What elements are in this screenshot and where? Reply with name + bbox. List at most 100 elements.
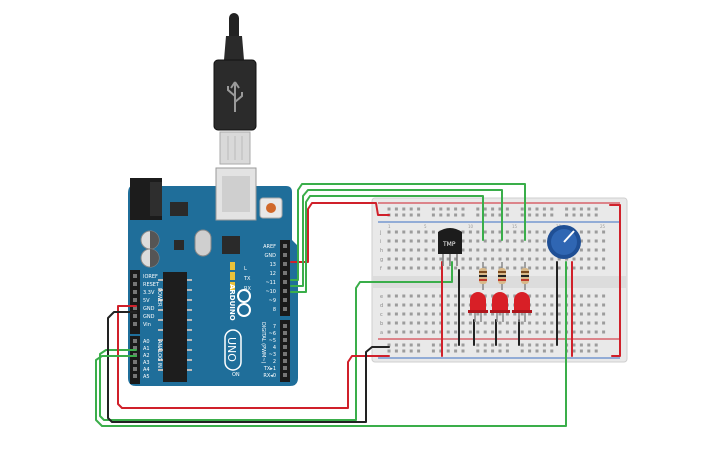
breadboard-hole[interactable]	[439, 312, 443, 316]
breadboard-hole[interactable]	[528, 321, 532, 325]
breadboard-hole[interactable]	[387, 321, 391, 325]
breadboard-hole[interactable]	[483, 248, 487, 252]
breadboard-hole[interactable]	[387, 257, 391, 261]
breadboard-hole[interactable]	[387, 330, 391, 334]
led-red-3[interactable]	[512, 292, 532, 322]
breadboard-hole[interactable]	[572, 330, 576, 334]
breadboard-hole[interactable]	[454, 303, 458, 307]
breadboard-hole[interactable]	[572, 312, 576, 316]
breadboard-hole[interactable]	[409, 207, 413, 211]
breadboard-hole[interactable]	[594, 330, 598, 334]
breadboard-hole[interactable]	[572, 294, 576, 298]
digital-header-top-pins[interactable]	[283, 244, 287, 311]
breadboard-hole[interactable]	[535, 343, 539, 347]
breadboard-hole[interactable]	[602, 330, 606, 334]
breadboard-hole[interactable]	[468, 257, 472, 261]
breadboard-hole[interactable]	[498, 343, 502, 347]
digital-header-bottom-pins[interactable]	[283, 324, 287, 377]
breadboard-hole[interactable]	[491, 213, 495, 217]
breadboard-hole[interactable]	[483, 330, 487, 334]
breadboard-hole[interactable]	[505, 266, 509, 270]
breadboard-hole[interactable]	[513, 330, 517, 334]
breadboard-hole[interactable]	[594, 213, 598, 217]
breadboard-hole[interactable]	[439, 257, 443, 261]
breadboard-hole[interactable]	[528, 343, 532, 347]
breadboard-hole[interactable]	[387, 349, 391, 353]
breadboard-hole[interactable]	[535, 248, 539, 252]
breadboard-hole[interactable]	[602, 266, 606, 270]
breadboard-hole[interactable]	[461, 213, 465, 217]
breadboard-hole[interactable]	[461, 266, 465, 270]
breadboard-hole[interactable]	[535, 294, 539, 298]
breadboard-hole[interactable]	[417, 294, 421, 298]
breadboard-hole[interactable]	[394, 207, 398, 211]
breadboard-hole[interactable]	[587, 349, 591, 353]
breadboard-hole[interactable]	[542, 349, 546, 353]
breadboard-hole[interactable]	[491, 349, 495, 353]
breadboard-hole[interactable]	[498, 230, 502, 234]
breadboard-hole[interactable]	[402, 294, 406, 298]
breadboard-hole[interactable]	[491, 230, 495, 234]
breadboard-hole[interactable]	[424, 321, 428, 325]
breadboard-hole[interactable]	[461, 330, 465, 334]
breadboard-hole[interactable]	[579, 330, 583, 334]
breadboard-hole[interactable]	[520, 239, 524, 243]
breadboard-hole[interactable]	[520, 213, 524, 217]
breadboard-hole[interactable]	[579, 303, 583, 307]
breadboard-hole[interactable]	[387, 230, 391, 234]
breadboard-hole[interactable]	[394, 303, 398, 307]
breadboard-hole[interactable]	[550, 303, 554, 307]
breadboard-hole[interactable]	[572, 213, 576, 217]
breadboard-hole[interactable]	[557, 321, 561, 325]
breadboard-hole[interactable]	[587, 321, 591, 325]
breadboard-hole[interactable]	[542, 321, 546, 325]
breadboard-hole[interactable]	[572, 207, 576, 211]
breadboard-hole[interactable]	[468, 321, 472, 325]
breadboard-hole[interactable]	[431, 248, 435, 252]
breadboard-hole[interactable]	[594, 343, 598, 347]
breadboard-hole[interactable]	[542, 266, 546, 270]
breadboard-hole[interactable]	[505, 230, 509, 234]
breadboard-hole[interactable]	[387, 312, 391, 316]
resistor-3[interactable]	[521, 262, 529, 290]
breadboard-hole[interactable]	[446, 321, 450, 325]
breadboard-hole[interactable]	[454, 349, 458, 353]
breadboard-hole[interactable]	[535, 321, 539, 325]
breadboard-hole[interactable]	[454, 213, 458, 217]
breadboard-hole[interactable]	[579, 294, 583, 298]
breadboard-hole[interactable]	[461, 294, 465, 298]
breadboard-hole[interactable]	[461, 248, 465, 252]
breadboard-hole[interactable]	[476, 330, 480, 334]
breadboard-hole[interactable]	[557, 330, 561, 334]
breadboard-hole[interactable]	[557, 303, 561, 307]
breadboard-hole[interactable]	[417, 213, 421, 217]
breadboard-hole[interactable]	[602, 257, 606, 261]
breadboard-hole[interactable]	[431, 349, 435, 353]
breadboard-hole[interactable]	[491, 266, 495, 270]
breadboard-hole[interactable]	[431, 266, 435, 270]
breadboard-hole[interactable]	[602, 294, 606, 298]
breadboard-hole[interactable]	[498, 207, 502, 211]
breadboard-hole[interactable]	[424, 248, 428, 252]
breadboard-hole[interactable]	[402, 312, 406, 316]
breadboard-hole[interactable]	[476, 312, 480, 316]
breadboard-hole[interactable]	[505, 213, 509, 217]
breadboard-hole[interactable]	[498, 257, 502, 261]
breadboard-hole[interactable]	[491, 343, 495, 347]
breadboard-hole[interactable]	[409, 321, 413, 325]
breadboard-hole[interactable]	[461, 349, 465, 353]
breadboard-hole[interactable]	[402, 257, 406, 261]
breadboard-hole[interactable]	[572, 303, 576, 307]
breadboard-hole[interactable]	[394, 257, 398, 261]
breadboard-hole[interactable]	[602, 312, 606, 316]
breadboard-hole[interactable]	[394, 330, 398, 334]
breadboard-hole[interactable]	[587, 343, 591, 347]
breadboard-hole[interactable]	[439, 207, 443, 211]
breadboard-hole[interactable]	[505, 248, 509, 252]
breadboard-hole[interactable]	[483, 239, 487, 243]
tmp-sensor[interactable]: TMP	[438, 228, 462, 266]
breadboard-hole[interactable]	[505, 239, 509, 243]
breadboard-hole[interactable]	[520, 266, 524, 270]
breadboard-hole[interactable]	[417, 349, 421, 353]
breadboard-hole[interactable]	[550, 294, 554, 298]
